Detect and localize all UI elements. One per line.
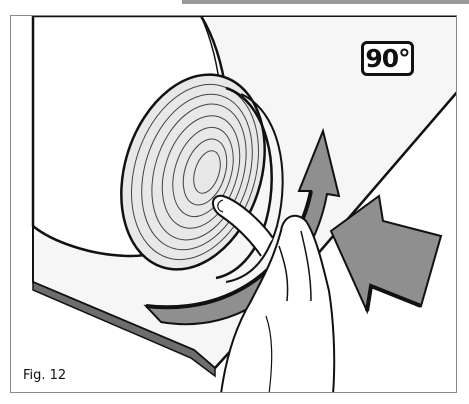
hand-illustration	[212, 194, 336, 392]
rotation-angle-label: 90°	[365, 44, 410, 73]
figure-caption: Fig. 12	[23, 368, 67, 383]
header-bar-accent	[182, 0, 469, 4]
figure-frame: 90° Fig. 12	[10, 15, 457, 393]
installation-illustration	[31, 16, 456, 392]
rotation-angle-badge: 90°	[361, 41, 414, 76]
header-bar-left	[0, 0, 182, 4]
push-arrow-icon	[329, 194, 443, 315]
